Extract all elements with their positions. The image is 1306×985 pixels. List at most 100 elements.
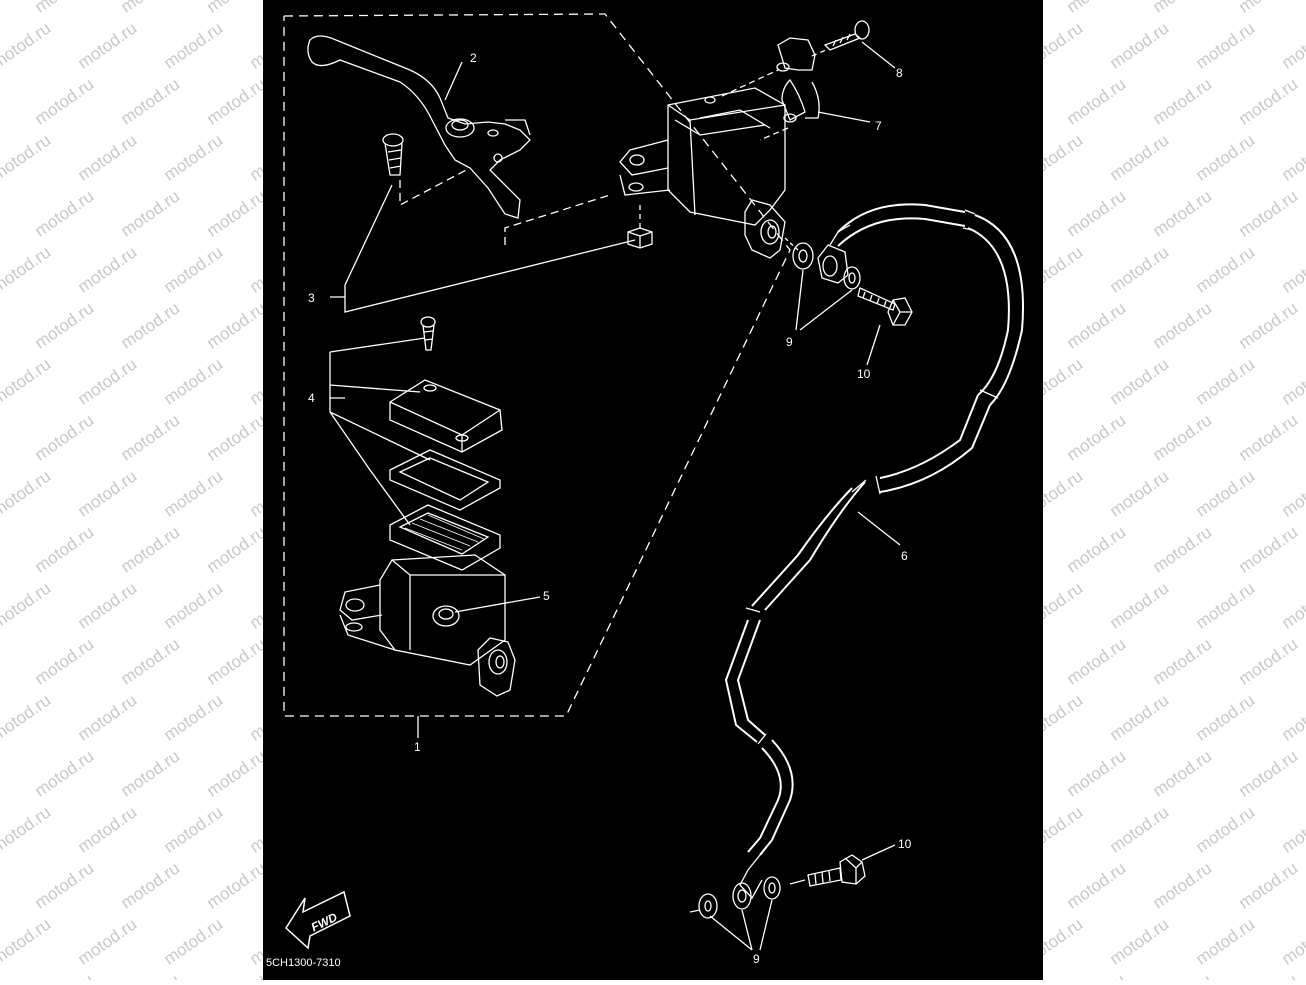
washer-top-1 <box>792 242 814 270</box>
watermark-text: motod.ru <box>1062 522 1129 577</box>
watermark-text: motod.ru <box>116 522 183 577</box>
watermark-text: motod.ru <box>1235 0 1301 17</box>
watermark-text: motod.ru <box>1148 746 1215 801</box>
banjo-fitting-bottom <box>732 882 752 910</box>
leader-10-top <box>866 324 881 366</box>
watermark-text: motod.ru <box>159 18 226 73</box>
callout-10-top: 10 <box>857 367 871 381</box>
watermark-text: motod.ru <box>1062 634 1129 689</box>
callout-4: 4 <box>308 391 315 405</box>
watermark-text: motod.ru <box>1234 410 1301 465</box>
callout-5: 5 <box>543 589 550 603</box>
master-cylinder-holder <box>776 37 820 123</box>
watermark-text: motod.ru <box>1105 802 1172 857</box>
watermark-text: motod.ru <box>73 18 140 73</box>
watermark-text: motod.ru <box>116 186 183 241</box>
watermark-text: motod.ru <box>1191 354 1258 409</box>
lever-pivot-screw <box>382 133 404 176</box>
watermark-text: motod.ru <box>1062 186 1129 241</box>
holder-guide <box>721 69 789 141</box>
watermark-text: motod.ru <box>1062 746 1129 801</box>
watermark-text: motod.ru <box>203 971 269 980</box>
watermark-text: motod.ru <box>0 578 54 633</box>
watermark-text: motod.ru <box>1148 74 1215 129</box>
watermark-text: motod.ru <box>73 466 140 521</box>
diagram-panel: FWD 1 2 3 4 5 6 7 8 9 10 10 9 5CH1300-73… <box>263 0 1043 980</box>
watermark-text: motod.ru <box>1149 971 1215 980</box>
watermark-text: motod.ru <box>116 410 183 465</box>
watermark-text: motod.ru <box>73 914 140 969</box>
callout-6: 6 <box>901 549 908 563</box>
watermark-text: motod.ru <box>117 0 183 17</box>
brake-lever <box>307 35 531 219</box>
watermark-text: motod.ru <box>1234 298 1301 353</box>
washer-bottom-2 <box>763 876 781 900</box>
watermark-text: motod.ru <box>0 802 54 857</box>
washer-top-2 <box>843 266 861 290</box>
watermark-text: motod.ru <box>1148 186 1215 241</box>
watermark-text: motod.ru <box>1234 634 1301 689</box>
clamp-nut <box>627 227 653 249</box>
watermark-text: motod.ru <box>202 410 269 465</box>
watermark-text: motod.ru <box>159 914 226 969</box>
diaphragm-plate <box>389 449 501 511</box>
callout-10-bottom: 10 <box>898 837 912 851</box>
watermark-text: motod.ru <box>31 971 97 980</box>
watermark-text: motod.ru <box>73 242 140 297</box>
watermark-text: motod.ru <box>30 186 97 241</box>
assembly-1-boundary <box>283 13 791 717</box>
watermark-text: motod.ru <box>31 0 97 17</box>
watermark-text: motod.ru <box>0 466 54 521</box>
arrow-washer-bottom-1 <box>689 909 701 913</box>
callout-1: 1 <box>414 740 421 754</box>
watermark-text: motod.ru <box>116 74 183 129</box>
watermark-text: motod.ru <box>116 298 183 353</box>
watermark-text: motod.ru <box>1063 971 1129 980</box>
leader-7 <box>817 111 871 123</box>
watermark-text: motod.ru <box>1105 466 1172 521</box>
leader-9-bottom <box>709 899 773 951</box>
watermark-text: motod.ru <box>1105 690 1172 745</box>
callout-4-bracket <box>329 337 431 526</box>
watermark-text: motod.ru <box>1191 242 1258 297</box>
watermark-text: motod.ru <box>30 858 97 913</box>
leader-9-top <box>795 269 853 331</box>
watermark-text: motod.ru <box>30 522 97 577</box>
watermark-text: motod.ru <box>1062 858 1129 913</box>
part-code: 5CH1300-7310 <box>266 957 341 969</box>
leader-6 <box>857 511 901 546</box>
watermark-text: motod.ru <box>1235 971 1301 980</box>
watermark-text: motod.ru <box>203 0 269 17</box>
watermark-text: motod.ru <box>1277 130 1306 185</box>
watermark-text: motod.ru <box>159 130 226 185</box>
watermark-text: motod.ru <box>1105 18 1172 73</box>
watermark-text: motod.ru <box>1191 690 1258 745</box>
watermark-text: motod.ru <box>1234 522 1301 577</box>
watermark-text: motod.ru <box>202 522 269 577</box>
watermark-text: motod.ru <box>202 746 269 801</box>
fwd-label: FWD <box>309 910 340 935</box>
watermark-text: motod.ru <box>30 298 97 353</box>
lower-outlet-fitting <box>477 637 516 697</box>
watermark-text: motod.ru <box>202 74 269 129</box>
watermark-text: motod.ru <box>73 690 140 745</box>
holder-bolt <box>823 20 870 51</box>
watermark-text: motod.ru <box>159 242 226 297</box>
watermark-text: motod.ru <box>1234 858 1301 913</box>
callout-2: 2 <box>470 51 477 65</box>
watermark-text: motod.ru <box>1277 914 1306 969</box>
watermark-text: motod.ru <box>0 18 54 73</box>
washer-bottom-1 <box>698 893 718 919</box>
watermark-text: motod.ru <box>1234 186 1301 241</box>
watermark-text: motod.ru <box>1277 466 1306 521</box>
watermark-text: motod.ru <box>1148 298 1215 353</box>
master-cylinder-body <box>619 87 786 226</box>
watermark-text: motod.ru <box>117 971 183 980</box>
brake-hose <box>724 203 1024 900</box>
watermark-text: motod.ru <box>159 466 226 521</box>
reservoir-cap-screw <box>420 316 436 351</box>
cylinder-to-lever-guide <box>504 194 611 245</box>
bolt-guide <box>811 49 827 57</box>
watermark-text: motod.ru <box>1191 914 1258 969</box>
callout-7: 7 <box>875 119 882 133</box>
